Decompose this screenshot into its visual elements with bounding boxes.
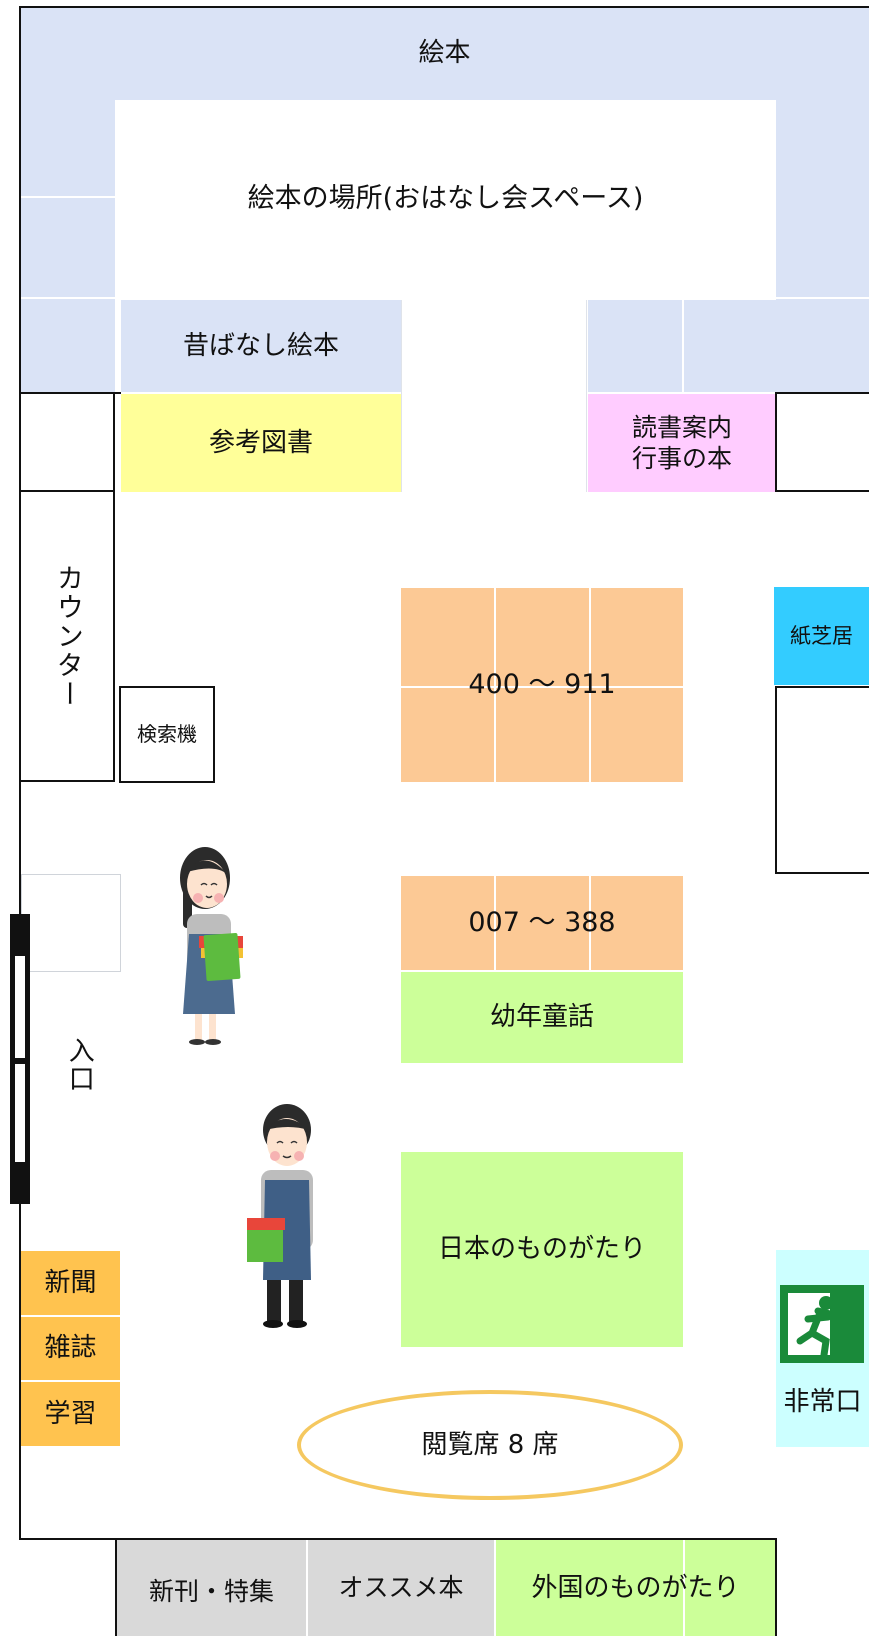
shinkan-tokushu-shelf: 新刊・特集	[117, 1540, 306, 1636]
mukashi-ehon-shelf: 昔ばなし絵本	[121, 300, 401, 392]
gaikoku-label: 外国のものがたり	[531, 1572, 740, 1603]
ehon-area-left	[20, 100, 115, 392]
dokusho-line2: 行事の本	[631, 444, 732, 473]
ehon-shelf-small-2	[684, 300, 776, 392]
shelf-400-911-label: 400 ～ 911	[468, 669, 616, 701]
counter: カウンター	[21, 492, 115, 782]
kamishibai-shelf: 紙芝居	[774, 587, 869, 685]
ehon-shelf-small-1	[588, 300, 682, 392]
zasshi-shelf: 雑誌	[21, 1317, 120, 1380]
shinbun-shelf: 新聞	[21, 1251, 120, 1315]
ehon-area-right	[776, 100, 869, 392]
emergency-exit-icon	[780, 1285, 864, 1363]
gakushu-shelf: 学習	[21, 1382, 120, 1446]
gaikoku-monogatari-shelf	[496, 1540, 775, 1636]
hijoguchi-label: 非常口	[783, 1386, 862, 1417]
ehon-space: 絵本の場所(おはなし会スペース)	[115, 100, 776, 297]
nihon-monogatari-shelf: 日本のものがたり	[401, 1152, 683, 1347]
shelf-400-911	[401, 588, 683, 782]
reading-seats: 閲覧席 8 席	[297, 1390, 683, 1500]
ehon-area-top	[20, 6, 869, 100]
sanko-tosho-shelf: 参考図書	[121, 394, 401, 492]
librarian-woman-icon	[180, 847, 243, 1045]
iriguchi-label: 入口	[64, 1037, 95, 1093]
kensakuki[interactable]: 検索機	[119, 686, 215, 783]
younen-douwa-shelf: 幼年童話	[401, 972, 683, 1063]
osusume-shelf: オススメ本	[308, 1540, 494, 1636]
dokusho-annai-shelf: 読書案内 行事の本	[588, 394, 776, 492]
entrance-area	[21, 874, 121, 972]
librarian-man-icon	[247, 1104, 313, 1328]
entrance-door-icon[interactable]	[10, 914, 30, 1204]
kamishibai-space	[775, 686, 869, 874]
shelf-007-388	[401, 876, 683, 970]
ehon-label: 絵本	[418, 37, 471, 68]
dokusho-line1: 読書案内	[631, 412, 732, 442]
shelf-007-388-label: 007 ～ 388	[468, 907, 616, 939]
